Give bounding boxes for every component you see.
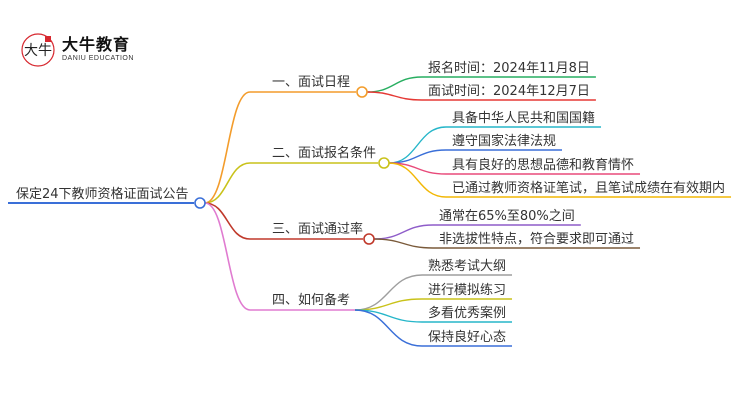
logo-name: 大牛教育 [62,35,131,54]
branch-conditions-collapse-circle[interactable] [378,157,390,169]
branch-prepare-child-link [354,309,423,347]
branch-schedule-link [204,91,251,204]
branch-conditions-child-label: 具有良好的思想品德和教育情怀 [452,157,634,173]
branch-schedule-child-label: 面试时间：2024年12月7日 [428,84,590,99]
branch-schedule-collapse-circle[interactable] [356,86,368,98]
logo-subtitle: DANIU EDUCATION [62,55,134,62]
branch-schedule-child-label: 报名时间：2024年11月8日 [428,60,590,76]
root-node-label: 保定24下教师资格证面试公告 [16,186,189,202]
branch-prepare-label: 四、如何备考 [272,292,350,308]
branch-prepare-child-label: 熟悉考试大纲 [428,258,506,274]
branch-conditions-label: 二、面试报名条件 [272,145,376,161]
branch-pass-rate-child-link [373,238,434,249]
root-node-circle [194,197,206,209]
branch-pass-rate-child-link [373,224,434,240]
branch-schedule-child-link [366,76,423,93]
branch-prepare-link [204,202,251,311]
branch-conditions-child-label: 已通过教师资格证笔试，且笔试成绩在有效期内 [452,180,725,196]
branch-prepare-child-label: 多看优秀案例 [428,305,506,321]
branch-pass-rate-link [204,202,251,240]
logo: 大牛 大牛教育 DANIU EDUCATION [20,30,134,70]
branch-prepare-child-label: 保持良好心态 [428,329,506,345]
svg-text:大牛: 大牛 [24,43,52,59]
branch-pass-rate-child-label: 非选拔性特点，符合要求即可通过 [439,231,634,247]
branch-pass-rate-label: 三、面试通过率 [272,221,363,237]
branch-conditions-child-link [388,126,447,164]
branch-conditions-link [204,162,251,204]
branch-prepare-child-label: 进行模拟练习 [428,283,506,298]
logo-mark-icon: 大牛 [20,32,56,68]
branch-prepare-child-link [354,274,423,311]
branch-schedule-label: 一、面试日程 [272,75,350,90]
branch-conditions-child-label: 遵守国家法律法规 [452,133,556,149]
branch-conditions-child-link [388,162,447,198]
branch-schedule-child-link [366,91,423,101]
branch-pass-rate-collapse-circle[interactable] [363,233,375,245]
branch-pass-rate-child-label: 通常在65%至80%之间 [439,209,575,224]
branch-conditions-child-label: 具备中华人民共和国国籍 [452,110,595,126]
